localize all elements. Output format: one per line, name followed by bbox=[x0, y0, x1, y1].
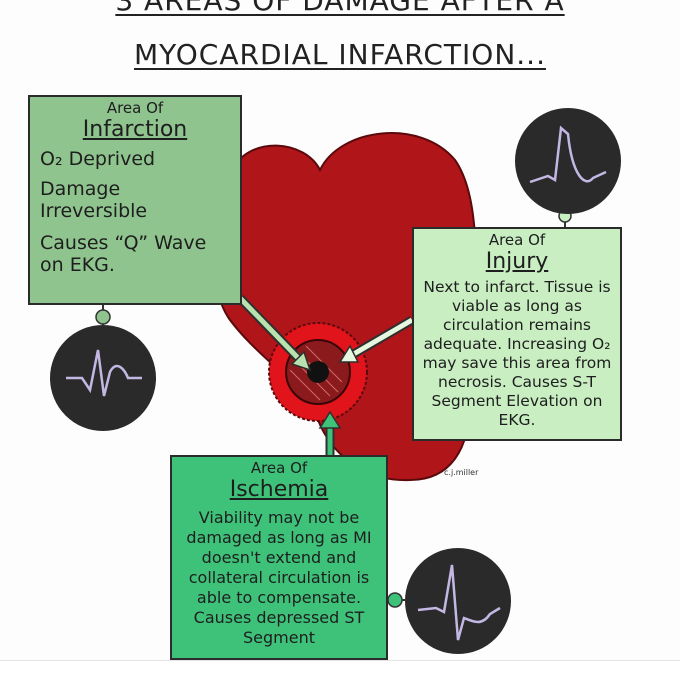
ischemia-box: Area Of Ischemia Viability may not be da… bbox=[170, 455, 388, 660]
ischemia-description: Viability may not be damaged as long as … bbox=[186, 508, 372, 647]
injury-heading: Injury bbox=[485, 249, 549, 274]
infarct-core bbox=[307, 361, 329, 383]
title-line-1: 3 AREAS OF DAMAGE AFTER A bbox=[115, 0, 565, 17]
ischemia-heading: Ischemia bbox=[229, 477, 329, 502]
infarction-line-1: O₂ Deprived bbox=[40, 148, 156, 170]
action-bar bbox=[0, 660, 680, 692]
infarction-box: Area Of Infarction O₂ Deprived Damage Ir… bbox=[28, 95, 242, 305]
ekg-q-wave-icon bbox=[50, 325, 156, 431]
infarction-line-2: Damage bbox=[40, 178, 121, 200]
injury-description: Next to infarct. Tissue is viable as lon… bbox=[422, 278, 612, 429]
ekg-st-depression-icon bbox=[405, 548, 511, 654]
title-line-2: MYOCARDIAL INFARCTION... bbox=[134, 38, 546, 71]
infarction-heading: Infarction bbox=[82, 117, 188, 142]
artist-signature: c.j.miller bbox=[444, 468, 479, 477]
infarction-line-3: Irreversible bbox=[40, 200, 148, 222]
infarction-line-4: Causes “Q” Wave bbox=[40, 232, 207, 254]
injury-area-label: Area Of bbox=[488, 231, 546, 249]
infarction-area-label: Area Of bbox=[106, 99, 164, 117]
injury-box: Area Of Injury Next to infarct. Tissue i… bbox=[412, 227, 622, 441]
infarction-line-5: on EKG. bbox=[40, 254, 115, 276]
ekg-st-elevation-icon bbox=[515, 108, 621, 214]
ischemia-area-label: Area Of bbox=[250, 459, 308, 477]
